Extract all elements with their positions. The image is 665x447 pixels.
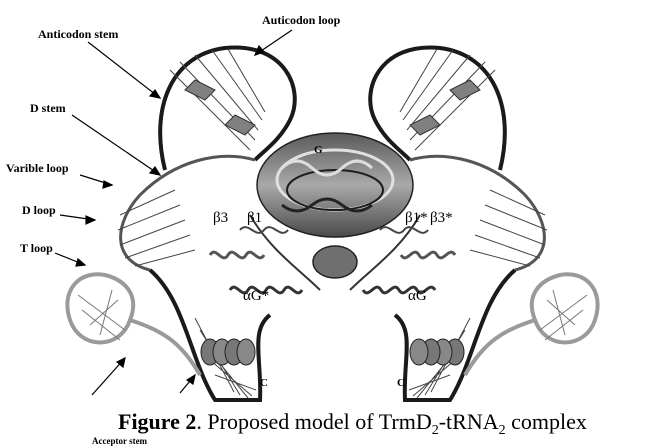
caption-sub1: 2 [432, 423, 439, 438]
caption-text: . Proposed model of TrmD [196, 409, 431, 434]
left-acceptor-helix [201, 339, 255, 365]
label-variable-loop: Varible loop [6, 161, 69, 175]
label-acceptor-stem: Acceptor stem [92, 436, 148, 446]
tag-g: G [314, 144, 323, 156]
label-d-loop: D loop [22, 203, 56, 217]
caption-mid: -tRNA [439, 409, 499, 434]
caption-sub2: 2 [499, 423, 506, 438]
label-t-loop: T loop [20, 241, 53, 255]
left-trna [67, 47, 302, 400]
caption-figure-label: Figure 2 [118, 409, 196, 434]
tag-alphaG: αG [408, 288, 427, 304]
label-anticodon-stem: Anticodon stem [38, 27, 118, 41]
tag-alphaG-star: αG* [243, 288, 269, 304]
tag-c-right: C [397, 377, 405, 389]
tag-beta1-left: β1 [247, 210, 262, 226]
protein-dimer-core [240, 133, 428, 290]
figure-caption: Figure 2. Proposed model of TrmD2-tRNA2 … [118, 409, 587, 438]
tag-c-left: C [260, 377, 268, 389]
label-anticodon-loop: Auticodon loop [262, 13, 341, 27]
label-d-stem: D stem [30, 101, 66, 115]
right-trna [363, 47, 598, 400]
tag-beta3-left: β3 [213, 210, 228, 226]
tag-beta3-star: β3* [430, 210, 453, 226]
caption-end: complex [506, 409, 587, 434]
tag-beta1-star: β1* [405, 210, 428, 226]
